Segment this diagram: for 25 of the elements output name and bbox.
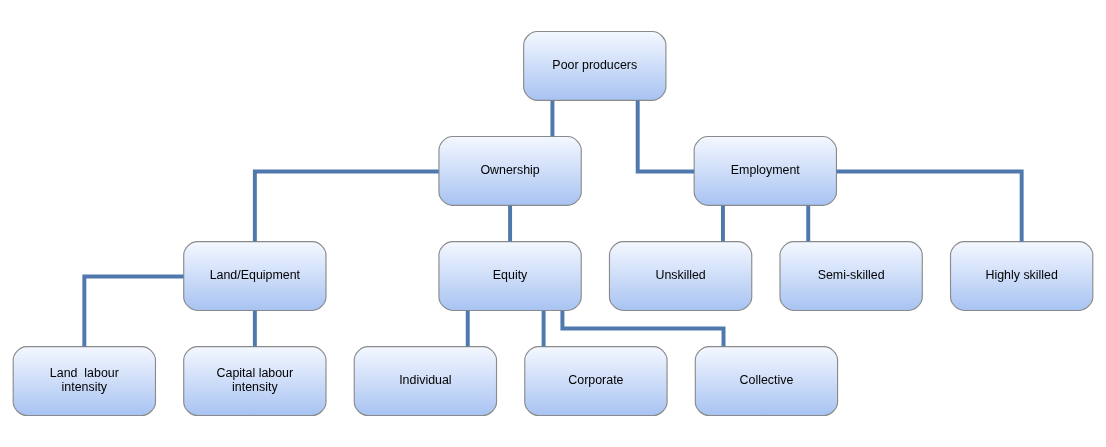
node-box: Highly skilled bbox=[949, 241, 1094, 312]
connector bbox=[252, 169, 439, 242]
node-box: Land/Equipment bbox=[183, 241, 327, 312]
node-box: Poor producers bbox=[523, 30, 667, 101]
connector bbox=[721, 205, 725, 242]
connector bbox=[541, 310, 546, 347]
node-box: Capital labour intensity bbox=[183, 346, 327, 417]
connector bbox=[550, 100, 555, 137]
node-box: Employment bbox=[693, 135, 838, 206]
connector bbox=[635, 100, 695, 174]
node-box: Collective bbox=[694, 346, 839, 417]
node-box: Land labour intensity bbox=[12, 346, 157, 417]
node-box: Ownership bbox=[438, 135, 582, 206]
connector bbox=[560, 310, 726, 347]
node-box: Corporate bbox=[524, 346, 668, 417]
node-box: Semi-skilled bbox=[779, 241, 923, 312]
connector bbox=[508, 205, 513, 242]
connector bbox=[82, 274, 184, 347]
connector bbox=[836, 169, 1024, 242]
connector bbox=[806, 205, 811, 242]
connector bbox=[465, 310, 470, 347]
connector bbox=[252, 310, 257, 347]
node-box: Individual bbox=[353, 346, 498, 417]
node-box: Unskilled bbox=[608, 241, 753, 312]
node-box: Equity bbox=[438, 241, 582, 312]
